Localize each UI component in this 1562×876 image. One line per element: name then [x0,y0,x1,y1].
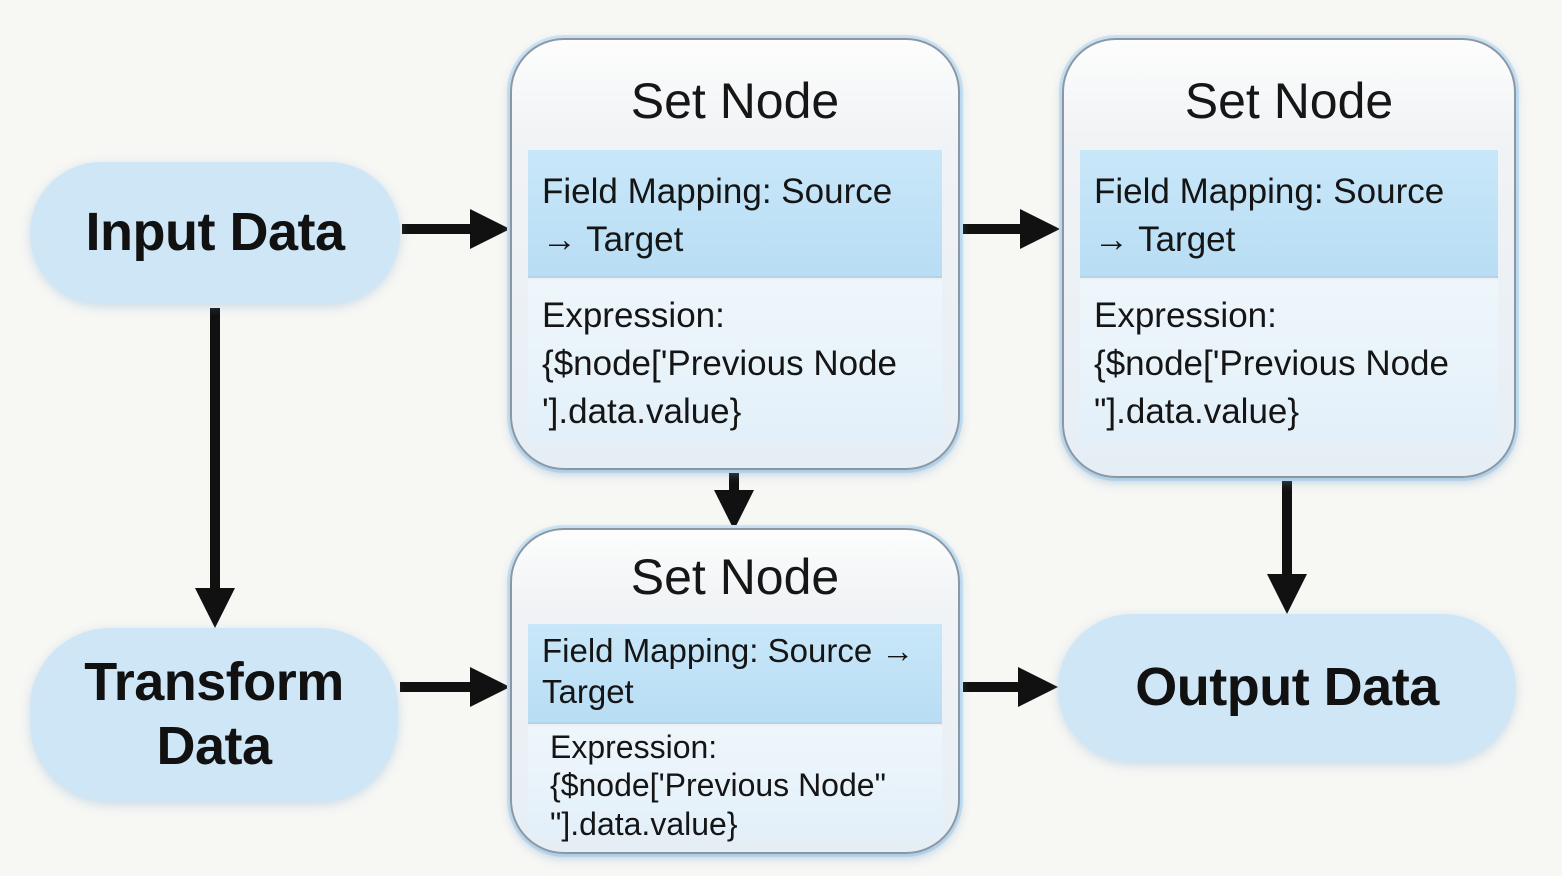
field-mapping-panel: Field Mapping: Source → Target [1080,150,1498,278]
field-mapping-line: Field Mapping: Source [1094,172,1445,211]
field-mapping-line: → Target [542,219,684,259]
expression-line: Expression: [1094,296,1277,335]
set-node-top-right[interactable]: Set Node Field Mapping: Source → Target … [1062,38,1516,478]
set-node-title: Set Node [1184,73,1394,129]
field-mapping-panel: Field Mapping: Source → Target [528,624,942,724]
input-data-label: Input Data [85,202,346,263]
expression-line: Expression: [542,296,725,335]
output-data-node[interactable]: Output Data [1058,614,1516,762]
transform-data-label: Transform Data [84,652,344,776]
field-mapping-line: Target [542,673,634,711]
expression-line: {$node['Previous Node" [550,767,886,804]
output-data-label: Output Data [1135,657,1439,718]
expression-line: "].data.value} [550,805,738,842]
set-node-bottom[interactable]: Set Node Field Mapping: Source → Target … [510,528,960,854]
field-mapping-line: → Target [1094,219,1236,259]
expression-line: '].data.value} [542,391,742,431]
input-data-node[interactable]: Input Data [30,162,400,304]
expression-line: Expression: [550,729,718,765]
expression-panel: Expression: {$node['Previous Node '].dat… [528,280,942,444]
set-node-title: Set Node [630,73,840,129]
field-mapping-line: Field Mapping: Source → [542,632,915,669]
set-node-title: Set Node [630,549,840,605]
expression-panel: Expression: {$node['Previous Node" "].da… [528,726,942,842]
expression-line: {$node['Previous Node [542,343,897,383]
expression-line: "].data.value} [1094,391,1300,431]
transform-data-node[interactable]: Transform Data [30,628,398,802]
field-mapping-panel: Field Mapping: Source → Target [528,150,942,278]
field-mapping-line: Field Mapping: Source [542,172,893,211]
expression-panel: Expression: {$node['Previous Node "].dat… [1080,280,1498,444]
expression-line: {$node['Previous Node [1094,343,1449,383]
set-node-top-left[interactable]: Set Node Field Mapping: Source → Target … [510,38,960,470]
